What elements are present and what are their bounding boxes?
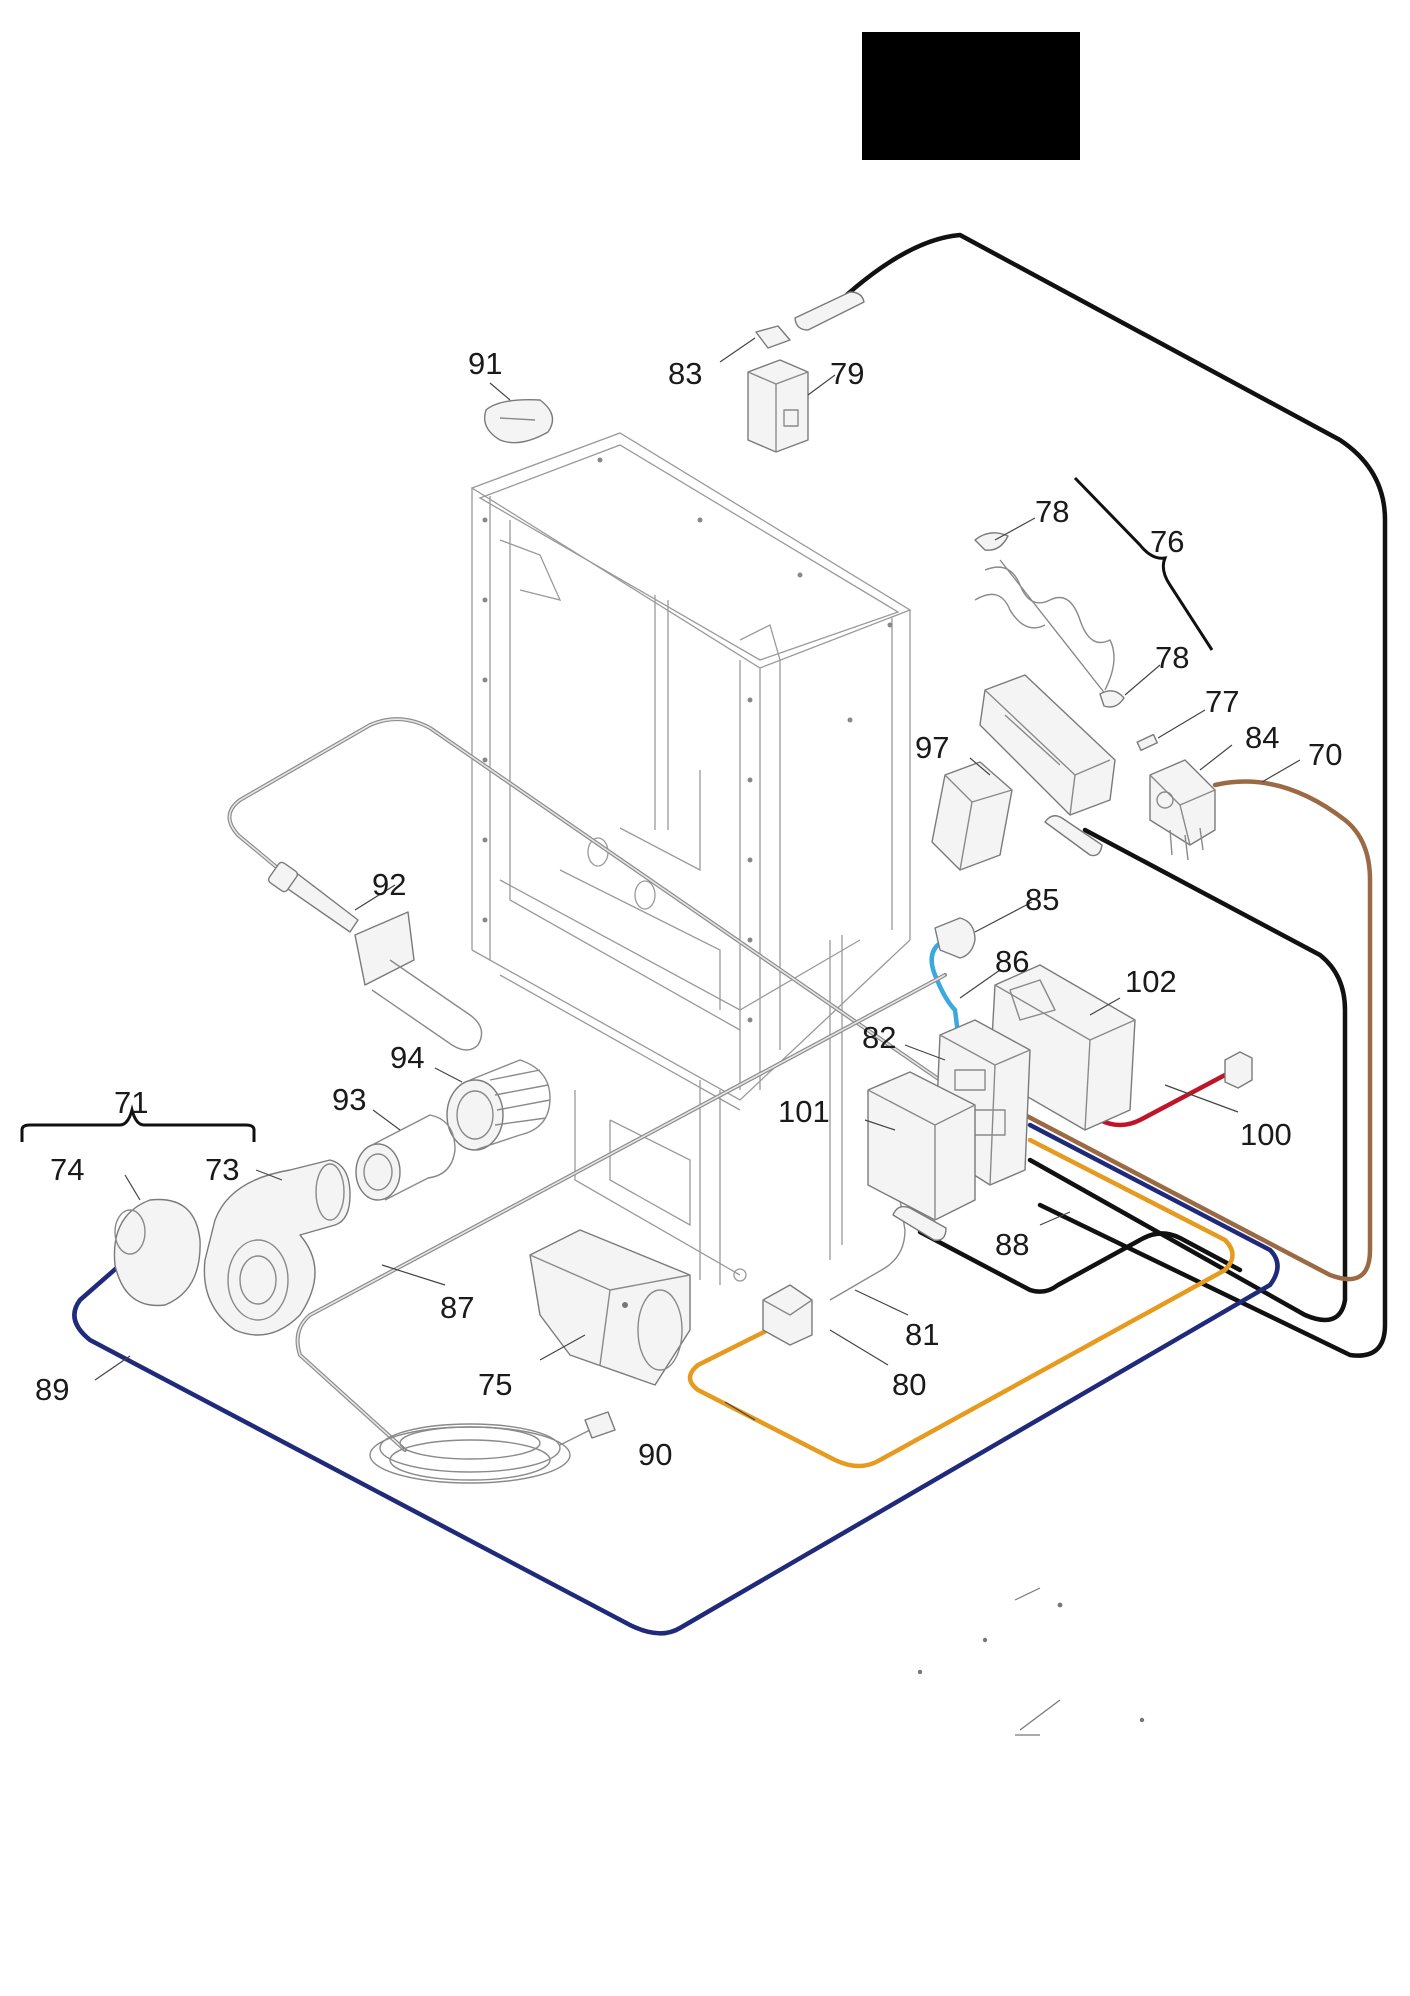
part-probe-bracket <box>354 911 483 1051</box>
scan-specks <box>917 1587 1145 1736</box>
label-78-top: 78 <box>1035 494 1069 529</box>
label-70: 70 <box>1308 737 1342 772</box>
part-79-switch-box <box>747 359 809 453</box>
label-75: 75 <box>478 1367 512 1402</box>
wire-black-probe <box>1027 827 1348 1323</box>
wire-blue <box>72 1122 1280 1636</box>
label-101: 101 <box>778 1094 830 1129</box>
label-102: 102 <box>1125 964 1177 999</box>
wire-orange <box>687 1137 1235 1469</box>
label-78-bottom: 78 <box>1155 640 1189 675</box>
cable-gray-87 <box>295 973 947 1452</box>
part-80-sensor-clip <box>762 1284 813 1346</box>
label-86: 86 <box>995 944 1029 979</box>
part-76-auger <box>974 532 1125 708</box>
label-76: 76 <box>1150 524 1184 559</box>
wire-black-top <box>817 232 1388 1358</box>
probe-right <box>1044 815 1103 857</box>
part-auger-housing <box>979 674 1116 816</box>
label-77: 77 <box>1205 684 1239 719</box>
cabinet-frame <box>470 432 912 1285</box>
wire-black-88 <box>917 1229 1243 1294</box>
part-81-sensor <box>829 1184 906 1301</box>
label-92: 92 <box>372 867 406 902</box>
part-77-pin <box>1136 733 1158 752</box>
label-85: 85 <box>1025 882 1059 917</box>
part-power-cord-coil <box>369 1411 616 1484</box>
part-100-connector <box>1224 1051 1253 1089</box>
wire-light-blue <box>929 937 963 1053</box>
part-91-gasket <box>483 399 554 444</box>
wire-brown <box>1022 779 1373 1282</box>
cable-gray-92 <box>227 717 942 1082</box>
part-75-fan <box>529 1229 691 1386</box>
label-88: 88 <box>995 1227 1029 1262</box>
label-81: 81 <box>905 1317 939 1352</box>
label-97: 97 <box>915 730 949 765</box>
part-85-connector <box>934 917 976 959</box>
label-100: 100 <box>1240 1117 1292 1152</box>
label-94: 94 <box>390 1040 424 1075</box>
part-97-chute <box>931 761 1013 871</box>
leader-lines <box>94 337 1301 1421</box>
part-101-cover <box>867 1071 976 1221</box>
brace-71 <box>20 1104 256 1142</box>
part-84-gear-motor <box>1149 759 1216 861</box>
label-90: 90 <box>638 1437 672 1472</box>
part-83-clip <box>755 325 791 349</box>
label-84: 84 <box>1245 720 1279 755</box>
label-89: 89 <box>35 1372 69 1407</box>
probe-top <box>794 291 865 331</box>
label-91: 91 <box>468 346 502 381</box>
part-74-fan-motor <box>113 1198 201 1307</box>
label-80: 80 <box>892 1367 926 1402</box>
part-93-tube <box>355 1114 456 1201</box>
probe-88 <box>892 1205 947 1241</box>
label-87: 87 <box>440 1290 474 1325</box>
redacted-block <box>862 32 1080 160</box>
label-83: 83 <box>668 356 702 391</box>
part-73-fan-housing <box>203 1159 351 1336</box>
label-74: 74 <box>50 1152 84 1187</box>
label-93: 93 <box>332 1082 366 1117</box>
label-82: 82 <box>862 1020 896 1055</box>
label-79: 79 <box>830 356 864 391</box>
label-73: 73 <box>205 1152 239 1187</box>
label-71: 71 <box>114 1085 148 1120</box>
brace-76 <box>1073 476 1214 651</box>
part-92-probe <box>267 861 359 933</box>
part-94-air-grille <box>446 1059 551 1151</box>
